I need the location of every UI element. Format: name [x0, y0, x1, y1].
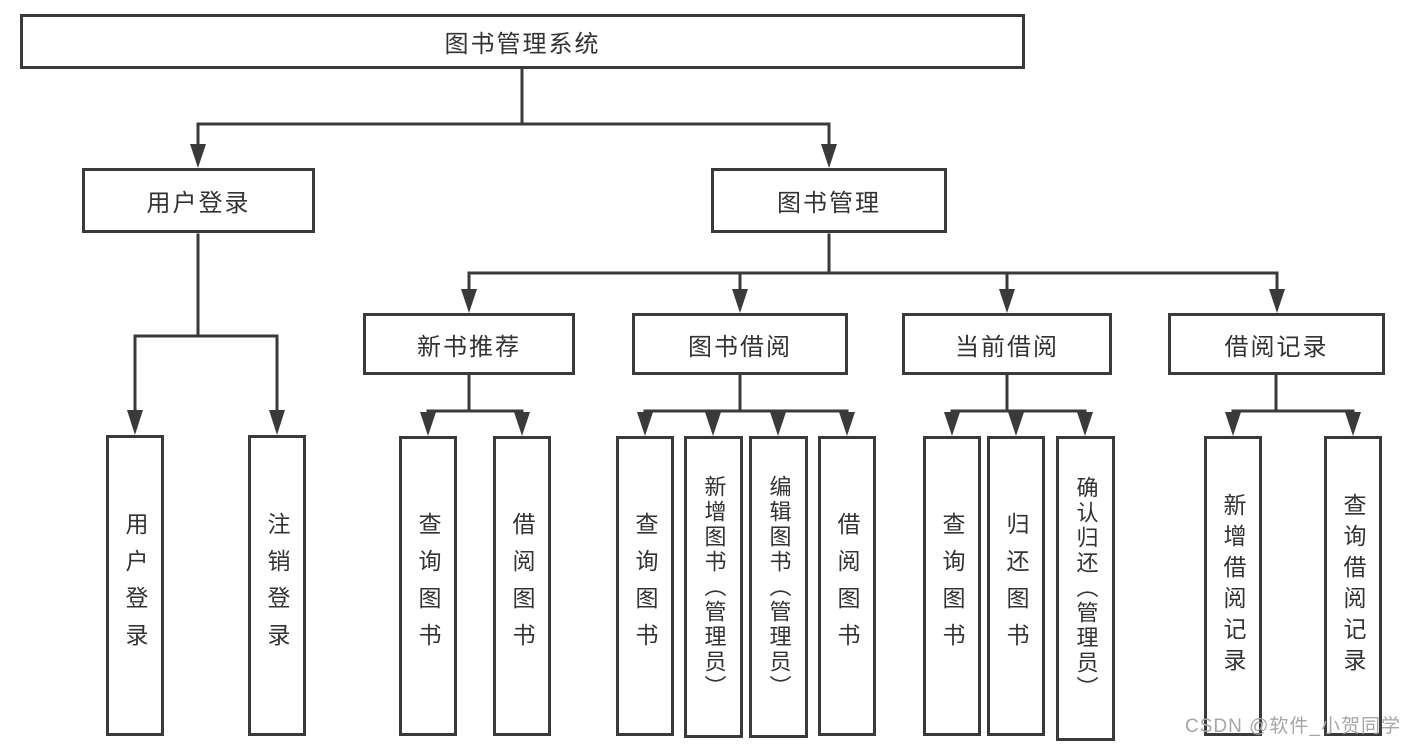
node-leaf-cb-return-book: 归还图书 — [987, 436, 1045, 736]
node-user-login-label: 用户登录 — [146, 190, 251, 217]
node-current-borrow-label: 当前借阅 — [955, 333, 1059, 361]
node-leaf-logout-label: 注销登录 — [264, 511, 290, 660]
node-current-borrow: 当前借阅 — [902, 313, 1112, 375]
node-borrow-records: 借阅记录 — [1168, 313, 1385, 375]
node-leaf-cb-return-book-label: 归还图书 — [1003, 512, 1029, 660]
node-leaf-cb-query-book: 查询图书 — [923, 436, 981, 736]
node-book-borrow-label: 图书借阅 — [688, 333, 792, 361]
node-leaf-bb-edit-book-label: 编辑图书（管理员） — [766, 474, 792, 700]
node-root: 图书管理系统 — [20, 14, 1025, 69]
node-leaf-br-add-record-label: 新增借阅记录 — [1220, 493, 1246, 679]
node-leaf-nr-query-book-label: 查询图书 — [415, 512, 441, 660]
node-new-book-rec: 新书推荐 — [363, 313, 575, 375]
node-leaf-bb-borrow-book-label: 借阅图书 — [834, 512, 860, 660]
node-leaf-bb-query-book: 查询图书 — [616, 436, 674, 736]
edge-bookborrow-children — [643, 373, 849, 417]
node-leaf-bb-edit-book: 编辑图书（管理员） — [749, 436, 808, 738]
node-book-mgmt: 图书管理 — [711, 168, 947, 233]
node-new-book-rec-label: 新书推荐 — [417, 333, 521, 361]
node-borrow-records-label: 借阅记录 — [1224, 333, 1329, 361]
node-book-borrow: 图书借阅 — [632, 313, 848, 375]
node-leaf-cb-query-book-label: 查询图书 — [939, 512, 965, 660]
node-leaf-logout: 注销登录 — [248, 435, 306, 736]
edge-currentborrow-children — [950, 373, 1087, 417]
node-leaf-bb-query-book-label: 查询图书 — [632, 512, 658, 660]
edge-borrowrecords-children — [1231, 373, 1355, 417]
node-leaf-cb-confirm-return-label: 确认归还（管理员） — [1073, 476, 1099, 701]
node-leaf-nr-borrow-book-label: 借阅图书 — [509, 512, 535, 660]
node-leaf-bb-add-book: 新增图书（管理员） — [684, 436, 743, 738]
node-leaf-br-add-record: 新增借阅记录 — [1204, 436, 1262, 736]
node-leaf-nr-query-book: 查询图书 — [399, 436, 457, 736]
node-leaf-br-query-record-label: 查询借阅记录 — [1340, 493, 1366, 679]
node-leaf-br-query-record: 查询借阅记录 — [1324, 436, 1382, 736]
node-root-label: 图书管理系统 — [444, 31, 601, 58]
node-user-login: 用户登录 — [82, 168, 315, 233]
node-book-mgmt-label: 图书管理 — [777, 190, 881, 217]
arrowheads — [127, 144, 1361, 436]
watermark-text: CSDN @软件_小贺同学 — [1185, 716, 1401, 737]
node-leaf-bb-borrow-book: 借阅图书 — [818, 436, 876, 736]
node-leaf-bb-add-book-label: 新增图书（管理员） — [701, 474, 727, 700]
edge-userlogin-children — [133, 233, 279, 414]
node-leaf-nr-borrow-book: 借阅图书 — [493, 436, 551, 736]
node-leaf-cb-confirm-return: 确认归还（管理员） — [1056, 436, 1115, 741]
edge-root-children — [196, 66, 831, 150]
node-leaf-user-login-label: 用户登录 — [122, 511, 148, 660]
edge-newbookrec-children — [426, 373, 524, 417]
edge-bookmgmt-children — [467, 233, 1279, 294]
node-leaf-user-login: 用户登录 — [106, 435, 164, 736]
